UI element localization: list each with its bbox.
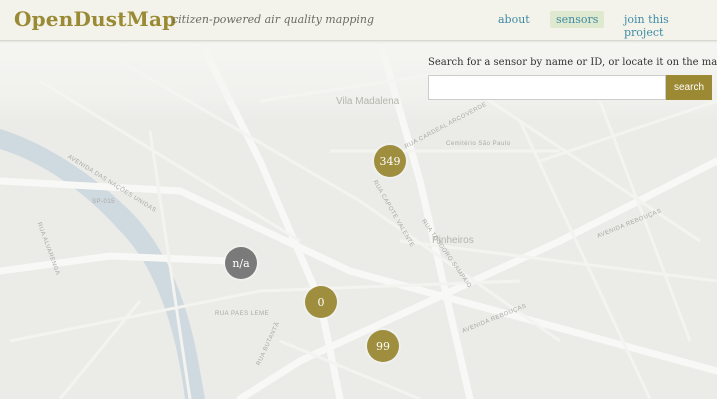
- search-input[interactable]: [428, 75, 666, 100]
- poi-label: Cemitério São Paulo: [446, 141, 511, 147]
- sensor-marker[interactable]: 349: [374, 145, 406, 177]
- search-label: Search for a sensor by name or ID, or lo…: [428, 57, 717, 68]
- search-button[interactable]: search: [666, 75, 712, 100]
- street-label: RUA PAES LEME: [215, 311, 270, 317]
- district-label: Pinheiros: [432, 235, 474, 246]
- sensor-marker[interactable]: 0: [305, 286, 337, 318]
- street-label: SP-015: [92, 199, 116, 205]
- nav-sensors[interactable]: sensors: [550, 11, 605, 28]
- sensor-marker[interactable]: n/a: [225, 247, 257, 279]
- nav-join[interactable]: join this project: [624, 13, 669, 39]
- nav-about[interactable]: about: [498, 13, 530, 26]
- sensor-marker[interactable]: 99: [367, 330, 399, 362]
- site-logo[interactable]: OpenDustMap: [14, 7, 177, 31]
- app-header: OpenDustMap citizen-powered air quality …: [0, 0, 717, 41]
- district-label: Vila Madalena: [336, 96, 400, 107]
- site-tagline: citizen-powered air quality mapping: [172, 13, 375, 26]
